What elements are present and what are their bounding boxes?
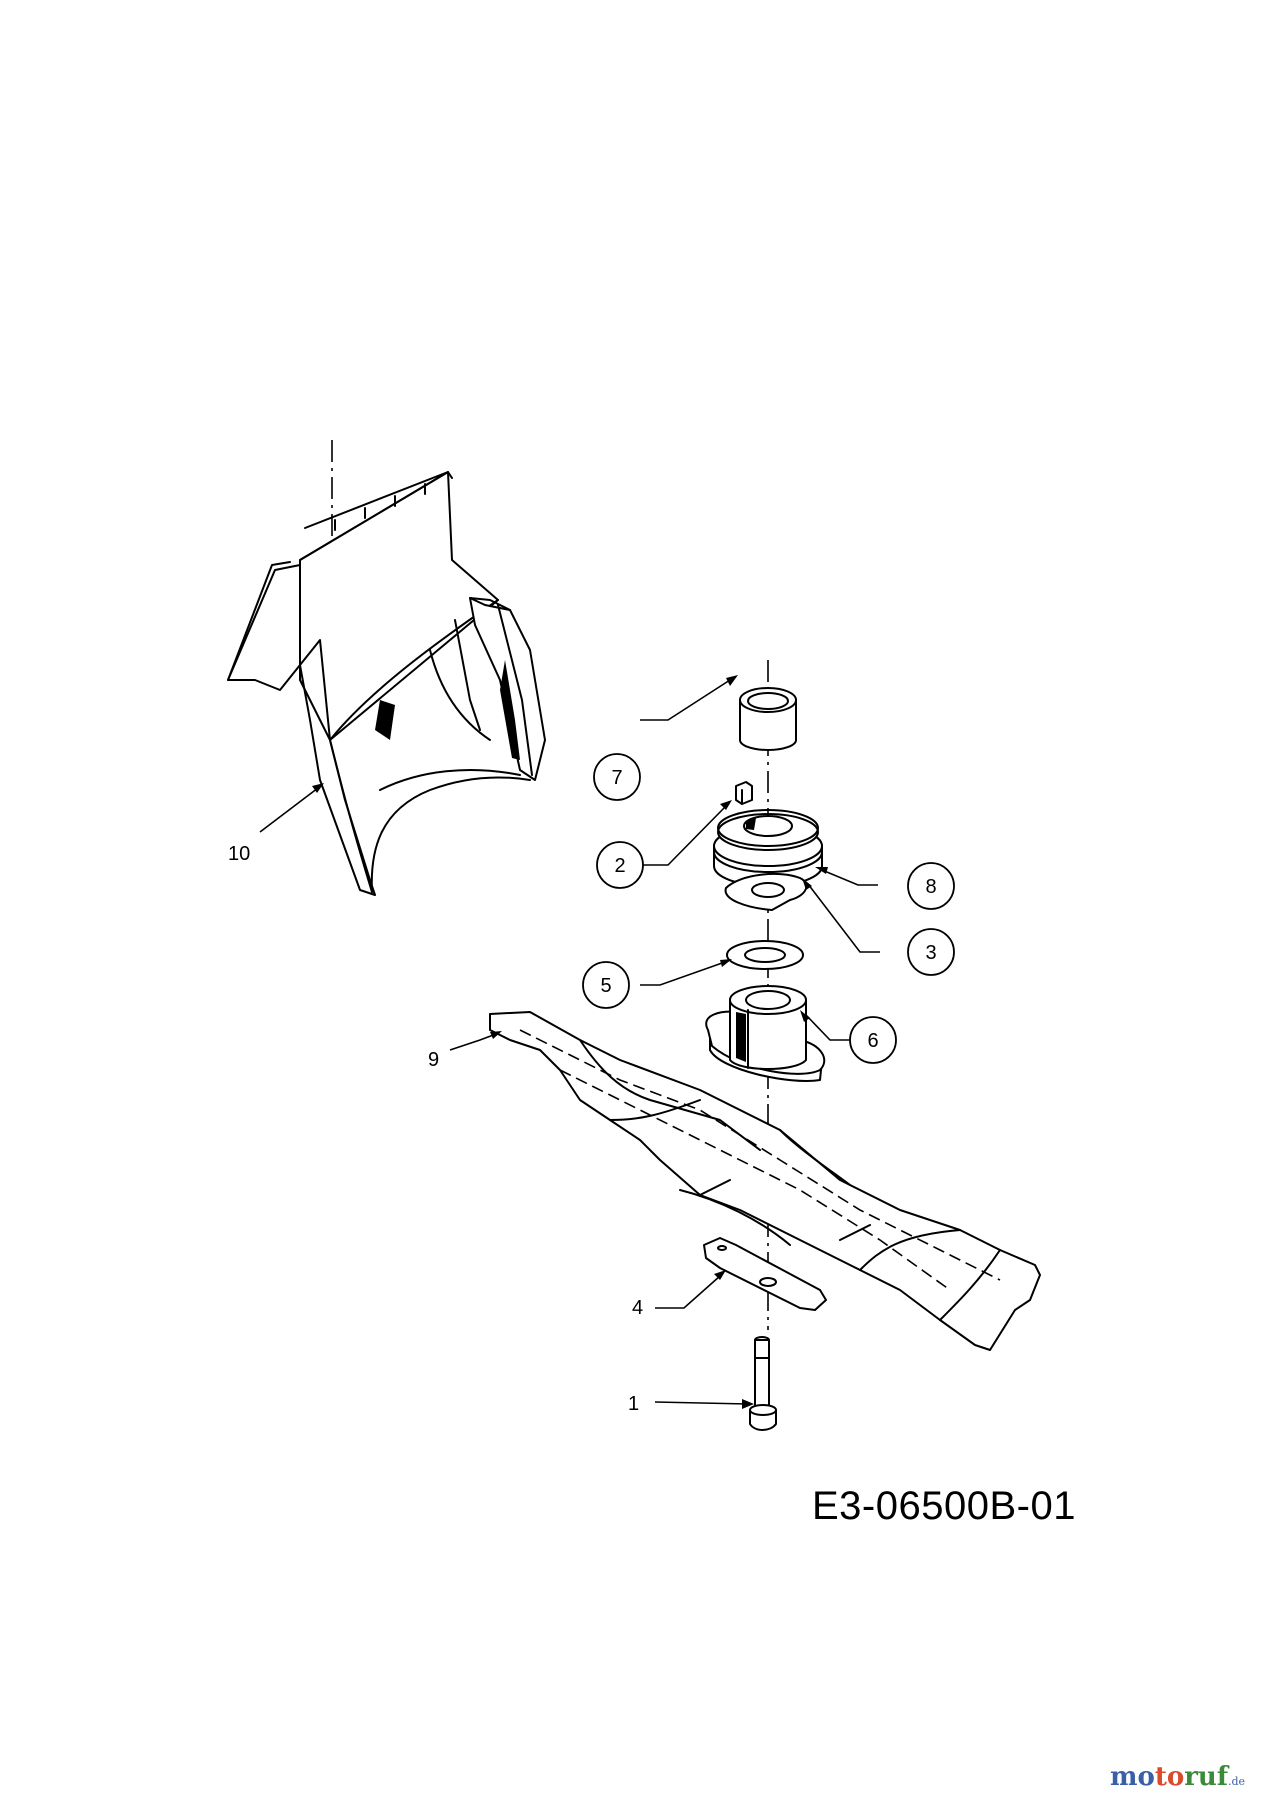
flat-washer-part (726, 940, 804, 970)
key-part (735, 781, 753, 805)
callout-5: 5 (582, 961, 630, 1009)
grass-chute-deflector-part (227, 471, 546, 896)
watermark-logo: motoruf.de (1110, 1762, 1246, 1792)
bolt-part (749, 1336, 777, 1431)
callout-8: 8 (907, 862, 955, 910)
drawing-code: E3-06500B-01 (812, 1484, 1076, 1528)
svg-text:8: 8 (925, 876, 936, 898)
callout-10: 10 (228, 843, 250, 865)
callout-4: 4 (632, 1297, 643, 1319)
svg-text:5: 5 (600, 975, 611, 997)
callout-9: 9 (428, 1049, 439, 1071)
mower-blade-part (489, 1011, 1041, 1351)
blade-adapter-part (705, 985, 826, 1082)
spacer-sleeve-part (739, 687, 797, 751)
svg-text:3: 3 (925, 942, 936, 964)
callout-1: 1 (628, 1393, 639, 1415)
svg-text:6: 6 (867, 1030, 878, 1052)
callout-2: 2 (596, 841, 644, 889)
callout-7: 7 (593, 753, 641, 801)
pulley-part (713, 809, 823, 887)
leader-lines (259, 675, 880, 1409)
callout-6: 6 (849, 1016, 897, 1064)
callout-3: 3 (907, 928, 955, 976)
svg-text:7: 7 (611, 767, 622, 789)
svg-text:2: 2 (614, 855, 625, 877)
blade-clamp-plate-part (703, 1237, 827, 1311)
